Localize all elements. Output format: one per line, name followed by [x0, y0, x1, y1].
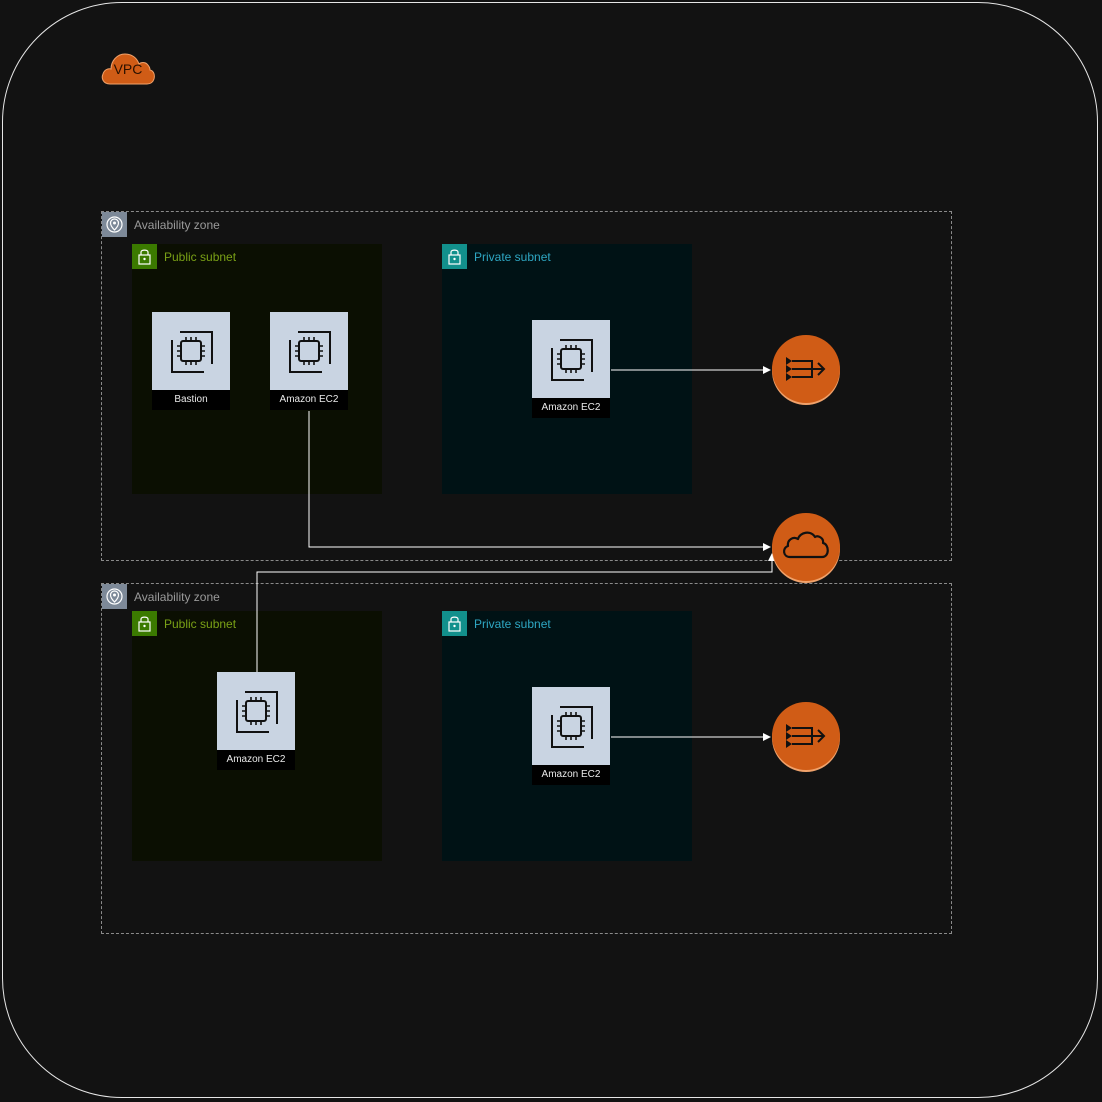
- internet-gateway-cloud-icon: [783, 531, 829, 559]
- ec2-chip-icon: [152, 312, 230, 390]
- ec2-instance[interactable]: Amazon EC2: [532, 320, 610, 418]
- vpc-cloud-icon: VPC: [100, 48, 156, 86]
- internet-gateway[interactable]: [772, 513, 840, 581]
- public-subnet-label: Public subnet: [164, 617, 237, 631]
- lock-icon: [442, 244, 467, 269]
- ec2-label: Amazon EC2: [532, 765, 610, 785]
- ec2-chip-icon: [270, 312, 348, 390]
- ec2-instance[interactable]: Amazon EC2: [217, 672, 295, 770]
- ec2-instance-bastion[interactable]: Bastion: [152, 312, 230, 410]
- availability-zone-label: Availability zone: [134, 218, 220, 232]
- public-subnet-label: Public subnet: [164, 250, 237, 264]
- lock-icon: [442, 611, 467, 636]
- availability-zone-1: Availability zone: [101, 211, 952, 561]
- availability-zone-label: Availability zone: [134, 590, 220, 604]
- nat-gateway-1[interactable]: [772, 335, 840, 403]
- location-pin-icon: [102, 212, 127, 237]
- ec2-instance[interactable]: Amazon EC2: [532, 687, 610, 785]
- lock-icon: [132, 244, 157, 269]
- nat-gateway-icon: [786, 724, 826, 748]
- location-pin-icon: [102, 584, 127, 609]
- ec2-instance[interactable]: Amazon EC2: [270, 312, 348, 410]
- ec2-chip-icon: [532, 687, 610, 765]
- public-ec2-to-internet-gateway-1: [308, 411, 771, 551]
- nat-gateway-2[interactable]: [772, 702, 840, 770]
- private-subnet-label: Private subnet: [474, 250, 551, 264]
- ec2-chip-icon: [532, 320, 610, 398]
- ec2-label: Amazon EC2: [532, 398, 610, 418]
- ec2-chip-icon: [217, 672, 295, 750]
- private-subnet-label: Private subnet: [474, 617, 551, 631]
- ec2-label: Amazon EC2: [217, 750, 295, 770]
- availability-zone-2: Availability zone: [101, 583, 952, 934]
- vpc-badge-label: VPC: [113, 61, 143, 77]
- ec2-label: Amazon EC2: [270, 390, 348, 410]
- ec2-label: Bastion: [152, 390, 230, 410]
- lock-icon: [132, 611, 157, 636]
- nat-gateway-icon: [786, 357, 826, 381]
- public-ec2-to-internet-gateway-2: [256, 553, 776, 672]
